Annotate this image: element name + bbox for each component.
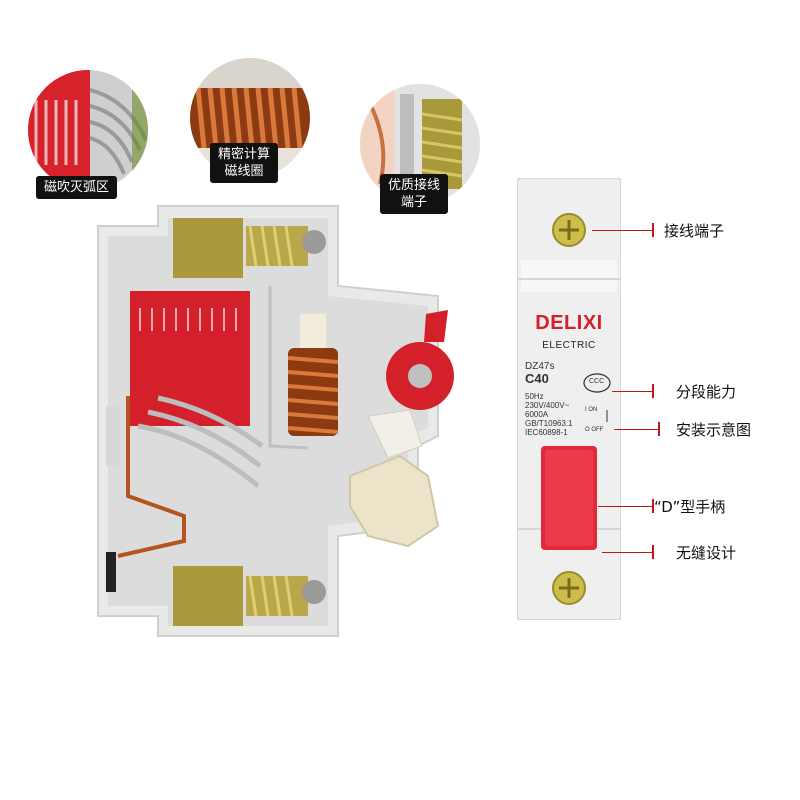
- terminal-label-line2: 端子: [401, 195, 428, 210]
- breaker-internal-view: [97, 205, 454, 637]
- ccc-mark-icon: [583, 373, 611, 393]
- on-label: I ON: [585, 407, 598, 413]
- label-breaking: 分段能力: [676, 383, 737, 401]
- leader-breaking: [612, 391, 652, 392]
- leader-seamless: [602, 552, 652, 553]
- spec-freq: 50Hz: [525, 392, 544, 401]
- arc-chamber-badge: 磁吹灭弧区: [36, 176, 118, 199]
- spec-gb: GB/T10963.1: [525, 419, 573, 428]
- off-label: O OFF: [585, 427, 604, 433]
- coil-label-line1: 精密计算: [218, 147, 271, 162]
- leader-diagram-tick: [658, 422, 660, 436]
- arc-chamber-label: 磁吹灭弧区: [44, 180, 110, 195]
- leader-diagram: [614, 429, 658, 430]
- leader-handle: [598, 506, 652, 507]
- leader-handle-tick: [652, 499, 654, 513]
- ccc-text: CCC: [589, 378, 605, 385]
- breaker-front-view: DELIXI ELECTRIC DZ47s C40 CCC 50Hz 230V/…: [517, 178, 621, 620]
- terminal-badge: 优质接线 端子: [380, 174, 449, 214]
- coil-badge: 精密计算 磁线圈: [210, 143, 279, 183]
- model-number: DZ47s: [525, 361, 555, 372]
- breaker-body: [517, 178, 621, 620]
- coil-label-line2: 磁线圈: [224, 164, 264, 179]
- rating: C40: [525, 371, 549, 386]
- spec-capacity: 6000A: [525, 410, 549, 419]
- leader-terminal-tick: [652, 223, 654, 237]
- leader-breaking-tick: [652, 384, 654, 398]
- label-diagram: 安装示意图: [676, 421, 752, 439]
- leader-terminal: [592, 230, 652, 231]
- arc-chamber-closeup: [28, 70, 148, 190]
- label-seamless: 无缝设计: [676, 544, 737, 562]
- brand-sub: ELECTRIC: [542, 340, 596, 351]
- label-handle: “D”型手柄: [654, 498, 726, 516]
- leader-seamless-tick: [652, 545, 654, 559]
- terminal-label-line1: 优质接线: [388, 178, 441, 193]
- label-terminal: 接线端子: [664, 222, 725, 240]
- brand-logo: DELIXI: [535, 312, 603, 334]
- spec-iec: IEC60898-1: [525, 428, 568, 437]
- spec-voltage: 230V/400V~: [525, 401, 570, 410]
